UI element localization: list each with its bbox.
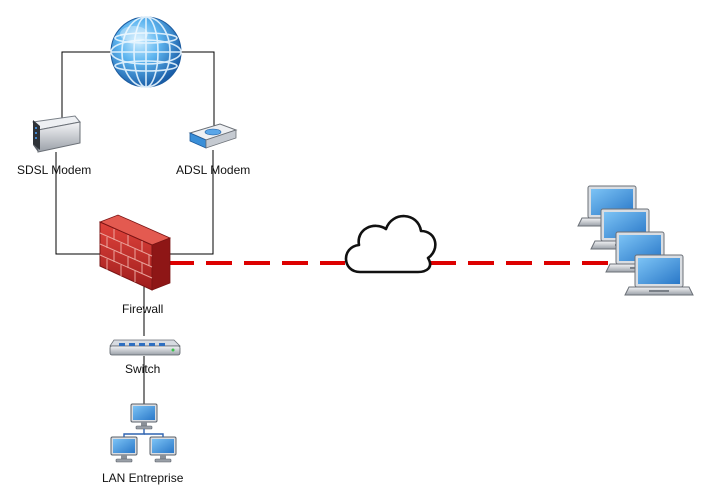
brick-wall-icon [98, 214, 172, 291]
network-switch-icon [109, 339, 181, 356]
link-adsl-firewall [166, 150, 214, 255]
lan-label: LAN Entreprise [102, 471, 184, 485]
sdsl-modem-label: SDSL Modem [17, 163, 92, 177]
adsl-modem-label: ADSL Modem [176, 163, 251, 177]
router-icon [188, 123, 238, 149]
laptops-icon [577, 185, 694, 296]
link-internet-sdsl [61, 51, 112, 118]
link-internet-adsl [180, 51, 215, 127]
network-computers-icon [110, 403, 177, 463]
link-sdsl-firewall [55, 152, 104, 255]
modem-icon [32, 115, 81, 153]
wired-links [55, 51, 215, 404]
switch-label: Switch [125, 362, 161, 376]
cloud-icon [344, 214, 437, 274]
firewall-label: Firewall [122, 302, 164, 316]
globe-icon [110, 16, 182, 88]
